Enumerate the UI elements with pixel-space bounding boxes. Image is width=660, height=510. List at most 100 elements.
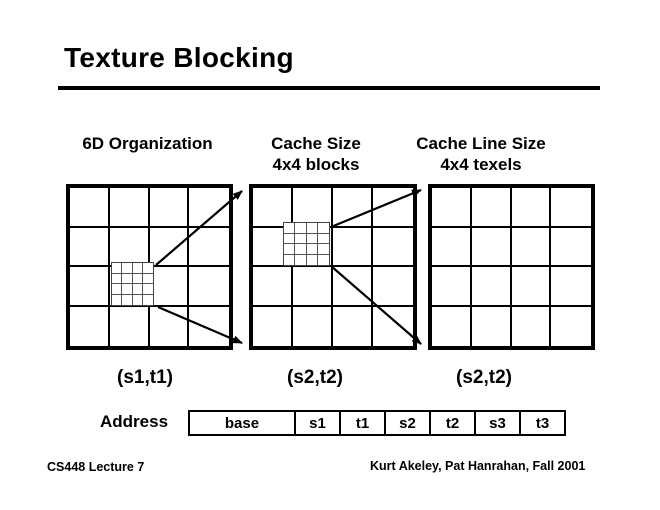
grid-cell	[432, 267, 472, 307]
subgrid-cell	[295, 223, 307, 234]
subgrid-cell	[143, 295, 153, 306]
address-cell-s3: s3	[474, 412, 519, 434]
highlighted-texel-subgrid	[283, 222, 330, 266]
texture-grid-cache	[249, 184, 417, 350]
subgrid-cell	[112, 284, 123, 295]
texture-grid-cache-line	[428, 184, 595, 350]
panel-header-cache-line-size: Cache Line Size 4x4 texels	[396, 133, 566, 175]
grid-cell	[333, 267, 373, 307]
address-cell-t2: t2	[429, 412, 474, 434]
subgrid-cell	[132, 273, 143, 284]
address-cell-s2: s2	[384, 412, 429, 434]
grid-cell	[149, 267, 190, 307]
grid-cell	[189, 228, 229, 267]
address-cell-t1: t1	[339, 412, 384, 434]
grid-cell	[373, 188, 413, 228]
subgrid-cell	[317, 244, 329, 255]
address-cell-s1: s1	[294, 412, 339, 434]
subgrid-cell	[306, 244, 318, 255]
grid-cell	[551, 307, 591, 347]
subgrid-cell	[133, 294, 143, 305]
subgrid-cell	[306, 223, 318, 234]
subgrid-cell	[284, 244, 296, 255]
grid-cell	[551, 188, 591, 228]
grid-cell	[471, 188, 512, 228]
subgrid-cell	[122, 273, 133, 284]
subgrid-cell	[112, 273, 123, 284]
panel-header-line1: 6D Organization	[82, 134, 213, 153]
coord-label-s2t2-2: (s2,t2)	[456, 367, 512, 388]
grid-cell	[253, 306, 293, 346]
grid-cell	[511, 188, 552, 228]
subgrid-cell	[295, 233, 307, 244]
footer-credits: Kurt Akeley, Pat Hanrahan, Fall 2001	[370, 459, 586, 473]
panel-header-line2: 4x4 blocks	[272, 155, 360, 174]
subgrid-cell	[122, 263, 133, 274]
grid-cell	[253, 188, 293, 228]
grid-cell	[253, 267, 293, 307]
grid-cell	[293, 267, 333, 307]
address-label: Address	[100, 412, 169, 431]
grid-cell	[471, 267, 512, 307]
grid-cell	[70, 188, 110, 228]
grid-cell	[70, 306, 110, 346]
grid-cell	[293, 306, 333, 346]
panel-header-line1: Cache Size	[271, 134, 361, 153]
grid-cell	[149, 227, 190, 267]
grid-cell	[472, 306, 512, 346]
slide-title: Texture Blocking	[64, 42, 294, 73]
grid-cell	[551, 267, 591, 307]
subgrid-cell	[284, 254, 296, 265]
grid-cell	[373, 228, 413, 267]
grid-cell	[551, 228, 591, 267]
panel-header-6d-organization: 6D Organization	[55, 133, 240, 154]
subgrid-cell	[295, 244, 307, 255]
grid-cell	[512, 306, 552, 346]
grid-cell	[471, 227, 512, 267]
grid-cell	[110, 306, 150, 346]
subgrid-cell	[317, 234, 329, 244]
grid-cell	[70, 267, 110, 307]
grid-cell	[432, 227, 472, 267]
subgrid-cell	[142, 263, 153, 274]
subgrid-cell	[112, 294, 123, 305]
footer-course: CS448 Lecture 7	[47, 460, 145, 474]
coord-label-s2t2: (s2,t2)	[287, 367, 343, 388]
grid-cell	[333, 188, 373, 228]
address-word-table: base s1 t1 s2 t2 s3 t3	[188, 410, 566, 436]
grid-cell	[511, 267, 552, 307]
grid-cell	[70, 227, 110, 267]
subgrid-cell	[142, 274, 153, 284]
title-underline	[58, 86, 600, 90]
grid-cell	[432, 188, 472, 228]
grid-cell	[373, 307, 413, 347]
address-cell-base: base	[224, 414, 260, 432]
grid-cell	[189, 267, 229, 307]
panel-header-line1: Cache Line Size	[416, 134, 546, 153]
grid-cell	[432, 306, 472, 346]
subgrid-cell	[307, 254, 318, 265]
grid-cell	[189, 188, 229, 228]
subgrid-cell	[306, 233, 318, 244]
grid-cell	[189, 307, 229, 347]
panel-header-line2: 4x4 texels	[440, 155, 522, 174]
address-cell-t3: t3	[519, 412, 564, 434]
grid-cell	[373, 267, 413, 307]
subgrid-cell	[112, 263, 123, 274]
grid-cell	[149, 188, 190, 228]
subgrid-cell	[295, 254, 307, 265]
subgrid-cell	[284, 233, 296, 244]
subgrid-cell	[142, 284, 153, 295]
grid-cell	[293, 227, 333, 267]
grid-cell	[109, 188, 150, 228]
subgrid-cell	[317, 223, 329, 234]
subgrid-cell	[122, 284, 133, 295]
subgrid-cell	[284, 223, 296, 234]
grid-cell	[333, 227, 373, 267]
grid-cell	[511, 227, 552, 267]
highlighted-block-subgrid	[111, 262, 154, 306]
subgrid-cell	[132, 263, 143, 274]
subgrid-cell	[132, 284, 143, 295]
coord-label-s1t1: (s1,t1)	[117, 367, 173, 388]
